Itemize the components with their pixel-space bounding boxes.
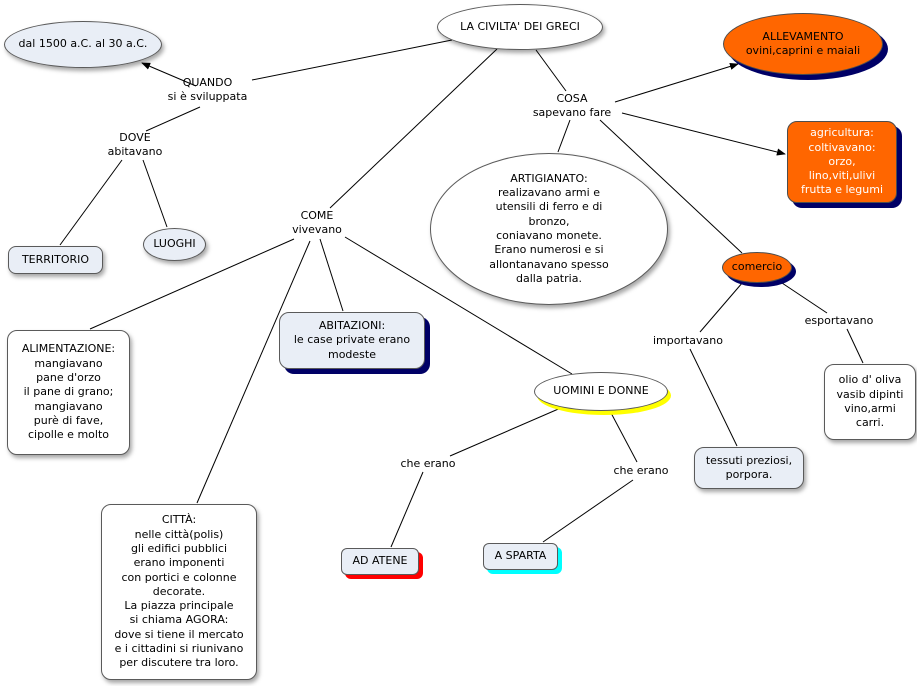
edge-dove-territorio — [59, 159, 123, 246]
node-agricoltura[interactable]: agricultura: coltivavano: orzo, lino,vit… — [787, 121, 897, 203]
link-che-erano-atene[interactable]: che erano — [400, 457, 456, 470]
edge-title-cosa — [535, 49, 567, 92]
node-allevamento[interactable]: ALLEVAMENTO ovini,caprini e maiali — [723, 13, 883, 75]
link-esportavano[interactable]: esportavano — [804, 314, 874, 327]
node-commercio[interactable]: comercio — [722, 252, 792, 283]
edge-come-alimentazione — [89, 238, 295, 330]
edge-title-come — [329, 48, 498, 209]
link-come-vivevano[interactable]: COME vivevano — [292, 209, 342, 237]
edge-cosa-artigianato — [557, 119, 571, 153]
node-tessuti-preziosi[interactable]: tessuti preziosi, porpora. — [694, 447, 804, 489]
node-periodo-storico[interactable]: dal 1500 a.C. al 30 a.C. — [4, 21, 162, 68]
edge-dove-luoghi — [142, 159, 168, 228]
node-olio-d-oliva[interactable]: olio d' oliva vasib dipinti vino,armi ca… — [824, 364, 916, 440]
edge-uomini-che-erano-s — [609, 410, 638, 463]
link-importavano[interactable]: importavano — [652, 334, 723, 347]
edge-cosa-commercio — [599, 119, 743, 254]
edge-cosa-agricoltura — [621, 112, 786, 156]
edge-quando-periodo — [141, 62, 197, 87]
node-la-civilta-dei-greci[interactable]: LA CIVILTA' DEI GRECI — [437, 4, 603, 50]
node-alimentazione[interactable]: ALIMENTAZIONE: mangiavano pane d'orzo il… — [7, 330, 130, 455]
node-a-sparta[interactable]: A SPARTA — [483, 543, 558, 570]
link-cosa-sapevano-fare[interactable]: COSA sapevano fare — [532, 92, 612, 120]
node-luoghi[interactable]: LUOGHI — [143, 228, 206, 261]
edge-commercio-importavano — [699, 281, 744, 333]
edge-uomini-che-erano-a — [449, 406, 564, 457]
edge-esportavano-olio — [846, 328, 864, 364]
node-uomini-e-donne[interactable]: UOMINI E DONNE — [534, 372, 668, 411]
node-abitazioni[interactable]: ABITAZIONI: le case private erano modest… — [279, 312, 425, 369]
link-quando-si-e-sviluppata[interactable]: QUANDO si è sviluppata — [167, 76, 248, 104]
node-ad-atene[interactable]: AD ATENE — [341, 548, 419, 575]
edge-come-uomini — [344, 236, 573, 375]
edge-importavano-tessuti — [689, 348, 738, 447]
edge-title-quando — [251, 39, 453, 81]
node-artigianato[interactable]: ARTIGIANATO: realizavano armi e utensili… — [430, 153, 668, 305]
node-citta[interactable]: CITTÀ: nelle città(polis) gli edifici pu… — [101, 504, 257, 680]
edge-che-erano-a-atene — [390, 471, 424, 548]
edge-come-citta — [196, 240, 311, 504]
node-territorio[interactable]: TERRITORIO — [8, 246, 103, 274]
edge-come-abitazioni — [319, 238, 344, 312]
link-dove-abitavano[interactable]: DOVE abitavano — [107, 131, 163, 159]
edge-commercio-esportavano — [778, 280, 828, 314]
edge-cosa-allevamento — [614, 62, 739, 103]
edge-quando-dove — [145, 106, 201, 132]
link-che-erano-sparta[interactable]: che erano — [613, 464, 669, 477]
edge-che-erano-s-sparta — [542, 479, 634, 543]
